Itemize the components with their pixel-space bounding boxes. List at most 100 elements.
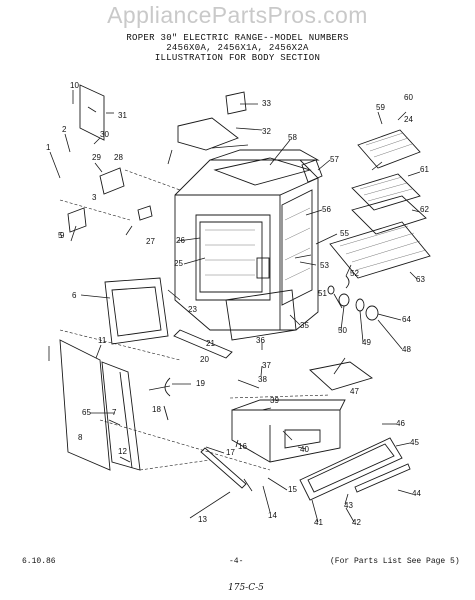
broiler-rack-59 [357, 129, 421, 169]
callout-53: 53 [320, 261, 329, 270]
door-panel [104, 277, 169, 345]
callout-12: 12 [118, 447, 127, 456]
footer-note: (For Parts List See Page 5) [330, 557, 460, 566]
callout-64: 64 [402, 315, 411, 324]
callout-65: 65 [82, 408, 91, 417]
callout-10: 10 [70, 81, 79, 90]
callout-42: 42 [352, 518, 361, 527]
callout-37: 37 [262, 361, 271, 370]
bracket-20 [173, 329, 233, 359]
callout-35: 35 [300, 321, 309, 330]
callout-61: 61 [420, 165, 429, 174]
part-49 [355, 298, 365, 312]
callout-16: 16 [238, 442, 247, 451]
pin-18 [163, 405, 169, 421]
callout-13: 13 [198, 515, 207, 524]
callout-14: 14 [268, 511, 277, 520]
range-cabinet [174, 149, 320, 331]
callout-49: 49 [362, 338, 371, 347]
callout-29: 29 [92, 153, 101, 162]
bracket-31 [79, 84, 105, 141]
callout-52: 52 [350, 269, 359, 278]
callout-63: 63 [416, 275, 425, 284]
callout-21: 21 [206, 339, 215, 348]
callout-56: 56 [322, 205, 331, 214]
callout-32: 32 [262, 127, 271, 136]
part-50 [338, 293, 350, 307]
door-frame [225, 289, 297, 341]
part-64 [365, 305, 379, 321]
callout-59: 59 [376, 103, 385, 112]
callout-60: 60 [404, 93, 413, 102]
rail-13 [200, 447, 247, 489]
callout-27: 27 [146, 237, 155, 246]
clip-28 [99, 167, 125, 195]
callout-1: 1 [46, 143, 51, 152]
callout-40: 40 [300, 445, 309, 454]
footer-date: 6.10.86 [22, 557, 56, 566]
callout-8: 8 [78, 433, 83, 442]
header-title: ROPER 30" ELECTRIC RANGE--MODEL NUMBERS [126, 33, 349, 43]
plate-33 [225, 91, 247, 115]
vent-duct [213, 157, 323, 186]
hook-21 [164, 377, 171, 397]
callout-19: 19 [196, 379, 205, 388]
header-subtitle: ILLUSTRATION FOR BODY SECTION [154, 53, 321, 63]
callout-58: 58 [288, 133, 297, 142]
callout-23: 23 [188, 305, 197, 314]
callout-7: 7 [112, 408, 117, 417]
callout-55: 55 [340, 229, 349, 238]
part-51 [327, 285, 335, 295]
callout-18: 18 [152, 405, 161, 414]
callout-28: 28 [114, 153, 123, 162]
footer-page: -4- [229, 557, 244, 566]
callout-3: 3 [92, 193, 97, 202]
callout-2: 2 [62, 125, 67, 134]
callout-50: 50 [338, 326, 347, 335]
callout-43: 43 [344, 501, 353, 510]
bake-element [309, 361, 373, 391]
callout-6: 6 [72, 291, 77, 300]
callout-31: 31 [118, 111, 127, 120]
callout-25: 25 [174, 259, 183, 268]
callout-39: 39 [270, 396, 279, 405]
callout-5: 5 [58, 231, 63, 240]
side-panel [59, 339, 141, 471]
broiler-pan-62 [351, 195, 427, 235]
callout-57: 57 [330, 155, 339, 164]
cover-32 [177, 117, 239, 151]
clip-27 [137, 205, 153, 221]
callout-24: 24 [404, 115, 413, 124]
oven-rack-63 [329, 221, 431, 279]
callout-33: 33 [262, 99, 271, 108]
clip-5 [67, 207, 87, 233]
callout-38: 38 [258, 375, 267, 384]
callout-41: 41 [314, 518, 323, 527]
callout-11: 11 [98, 336, 107, 345]
header-models: 2456X0A, 2456X1A, 2456X2A [166, 43, 309, 53]
callout-26: 26 [176, 236, 185, 245]
callout-46: 46 [396, 419, 405, 428]
rail-44 [354, 463, 411, 493]
callout-62: 62 [420, 205, 429, 214]
footer-handwritten-code: 175-C-5 [228, 583, 264, 593]
callout-51: 51 [318, 289, 327, 298]
callout-36: 36 [256, 336, 265, 345]
callout-44: 44 [412, 489, 421, 498]
storage-drawer [231, 399, 346, 463]
callout-48: 48 [402, 345, 411, 354]
callout-20: 20 [200, 355, 209, 364]
drawer-front [299, 437, 403, 501]
callout-17: 17 [226, 448, 235, 457]
callout-47: 47 [350, 387, 359, 396]
callout-15: 15 [288, 485, 297, 494]
watermark: AppliancePartsPros.com [107, 2, 368, 28]
callout-45: 45 [410, 438, 419, 447]
callout-30: 30 [100, 130, 109, 139]
part-52 [345, 275, 350, 289]
callout-9: 9 [60, 231, 65, 240]
broiler-grid-61 [351, 173, 421, 211]
